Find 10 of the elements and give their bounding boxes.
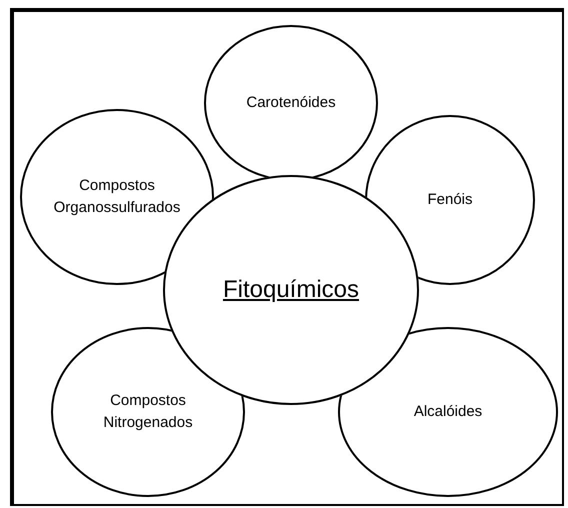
category-label: Compostos Nitrogenados [102, 391, 194, 433]
category-label: Fenóis [426, 190, 474, 210]
category-label: Compostos Organossulfurados [52, 176, 182, 218]
category-circle [338, 327, 558, 497]
category-circle [51, 327, 245, 497]
category-circle [365, 115, 535, 285]
central-label: Fitoquímicos [222, 279, 360, 301]
category-label: Alcalóides [412, 402, 484, 422]
category-label: Carotenóides [245, 93, 337, 113]
category-circle [20, 109, 214, 285]
